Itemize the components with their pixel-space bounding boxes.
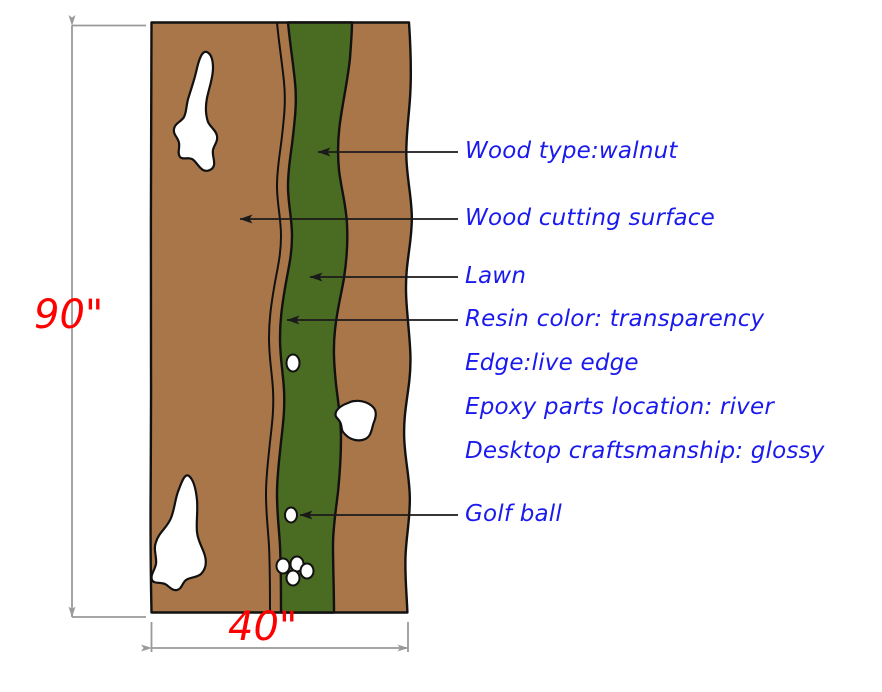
- annotation-epoxy-parts-location: Epoxy parts location: river: [465, 394, 774, 420]
- annotation-lawn: Lawn: [465, 263, 527, 289]
- annotation-wood-cutting-surface: Wood cutting surface: [465, 205, 715, 231]
- annotation-edge: Edge:live edge: [465, 350, 639, 376]
- annotation-wood-type: Wood type:walnut: [465, 138, 678, 164]
- resin-river: [275, 21, 354, 614]
- annotation-golf-ball: Golf ball: [465, 501, 562, 527]
- wood-void-mid-right: [334, 399, 377, 442]
- golf-ball-cluster-3: [299, 562, 315, 580]
- width-dimension-group: [141, 622, 409, 652]
- leader-lines-group: [239, 147, 458, 520]
- height-dimension-label: 90": [34, 292, 104, 338]
- wood-slab-group: [149, 21, 414, 614]
- golf-ball-cluster-4: [285, 569, 301, 587]
- golf-ball-labeled: [284, 506, 298, 524]
- golf-ball-cluster: [275, 555, 315, 587]
- annotation-desktop-craftsmanship: Desktop craftsmanship: glossy: [465, 438, 825, 464]
- annotation-resin-color: Resin color: transparency: [465, 306, 765, 332]
- golf-ball-upper: [285, 353, 301, 373]
- golf-ball-cluster-1: [275, 557, 291, 575]
- wood-void-top-left: [172, 50, 219, 172]
- width-dimension-label: 40": [228, 604, 298, 650]
- height-dimension-group: [68, 15, 146, 618]
- wood-void-bottom-left: [150, 474, 207, 592]
- wood-cutting-surface-seam: [265, 21, 286, 614]
